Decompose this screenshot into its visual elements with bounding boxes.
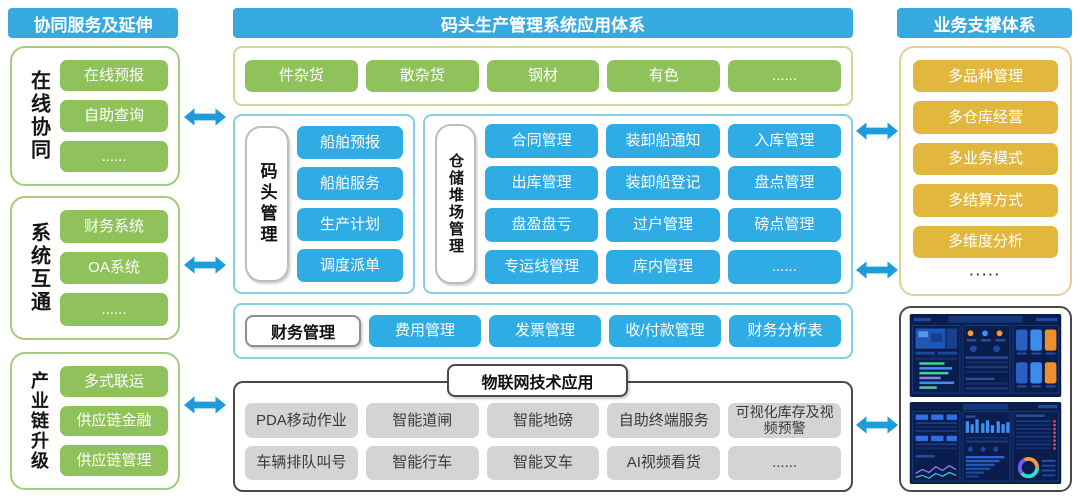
node-finance-analysis-report: 财务分析表 — [729, 315, 841, 347]
node-expense-management: 费用管理 — [369, 315, 481, 347]
section-industry-chain-upgrade: 产业链升级 多式联运 供应链金融 供应链管理 — [10, 352, 180, 490]
node-finance-system: 财务系统 — [60, 210, 168, 243]
node-smart-barrier-gate: 智能道闸 — [365, 403, 479, 438]
node-more: ...... — [60, 293, 168, 327]
node-multi-business-mode: 多业务模式 — [913, 142, 1058, 176]
production-monitor-dashboard-image — [909, 314, 1062, 397]
finance-management-label: 财务管理 — [245, 315, 361, 347]
node-self-service-terminal: 自助终端服务 — [607, 403, 721, 438]
node-dedicated-line-management: 专运线管理 — [485, 250, 599, 284]
section-system-interconnect: 系统互通 财务系统 OA系统 ...... — [10, 196, 180, 340]
node-bulk-cargo: 散杂货 — [365, 60, 479, 92]
finance-management-container: 财务管理 费用管理 发票管理 收/付款管理 财务分析表 — [233, 303, 853, 359]
section-industry-chain-upgrade-label: 产业链升级 — [29, 371, 49, 471]
node-stocktaking-management: 盘点管理 — [727, 166, 841, 200]
node-weighing-point-management: 磅点管理 — [727, 208, 841, 242]
node-breakbulk-cargo: 件杂货 — [245, 60, 358, 92]
node-outbound-management: 出库管理 — [485, 166, 599, 200]
node-supply-chain-management: 供应链管理 — [60, 445, 168, 477]
link-arrow-right-top — [856, 119, 898, 143]
cargo-types-container: 件杂货 散杂货 钢材 有色 ...... — [233, 46, 853, 106]
node-more: ...... — [728, 60, 841, 92]
business-support-container: 多品种管理 多仓库经营 多业务模式 多结算方式 多维度分析 ····· — [899, 46, 1072, 296]
node-nonferrous: 有色 — [607, 60, 721, 92]
node-multi-variety-management: 多品种管理 — [913, 60, 1058, 93]
node-more: ...... — [60, 140, 168, 172]
node-steel: 钢材 — [486, 60, 600, 92]
node-oa-system: OA系统 — [60, 251, 168, 285]
node-production-plan: 生产计划 — [297, 208, 403, 241]
left-panel-title: 协同服务及延伸 — [8, 8, 178, 38]
node-multi-dimension-analysis: 多维度分析 — [913, 225, 1058, 259]
node-more: ...... — [728, 445, 841, 480]
node-multimodal-transport: 多式联运 — [60, 366, 168, 397]
node-more: ····· — [969, 267, 1002, 283]
node-contract-management: 合同管理 — [485, 124, 599, 158]
node-online-forecast: 在线预报 — [60, 60, 168, 92]
right-panel-title: 业务支撑体系 — [897, 8, 1072, 38]
section-system-interconnect-label: 系统互通 — [27, 222, 50, 314]
dock-management-label: 码头管理 — [257, 162, 277, 246]
node-smart-forklift: 智能叉车 — [486, 445, 600, 480]
iot-application-title: 物联网技术应用 — [447, 364, 628, 397]
node-vehicle-queue-calling: 车辆排队叫号 — [245, 445, 358, 480]
node-multi-settlement-method: 多结算方式 — [913, 184, 1058, 217]
node-invoice-management: 发票管理 — [489, 315, 601, 347]
dock-management-container: 码头管理 船舶预报 船舶服务 生产计划 调度派单 — [233, 114, 415, 294]
link-arrow-left-top — [184, 105, 226, 129]
node-in-warehouse-management: 库内管理 — [606, 250, 720, 284]
link-arrow-right-bottom — [856, 413, 898, 437]
node-inbound-management: 入库管理 — [727, 124, 841, 158]
node-more: ...... — [727, 250, 841, 284]
node-inventory-profit-loss: 盘盈盘亏 — [485, 208, 599, 242]
node-supply-chain-finance: 供应链金融 — [60, 405, 168, 437]
iot-application-container: PDA移动作业 智能道闸 智能地磅 自助终端服务 可视化库存及视频预警 车辆排队… — [233, 381, 853, 492]
section-online-collaboration: 在线协同 在线预报 自助查询 ...... — [10, 46, 180, 186]
dashboard-screenshots-container — [899, 306, 1072, 492]
node-vessel-service: 船舶服务 — [297, 167, 403, 200]
node-loading-unloading-notice: 装卸船通知 — [606, 124, 720, 158]
operation-analysis-dashboard-image — [909, 401, 1062, 484]
node-multi-warehouse-operation: 多仓库经营 — [913, 101, 1058, 134]
node-ai-video-cargo-inspection: AI视频看货 — [607, 445, 721, 480]
node-receipt-payment-management: 收/付款管理 — [609, 315, 721, 347]
node-transfer-management: 过户管理 — [606, 208, 720, 242]
node-visual-inventory-video-alert: 可视化库存及视频预警 — [728, 403, 841, 438]
section-online-collaboration-label: 在线协同 — [27, 70, 50, 162]
link-arrow-left-middle — [184, 253, 226, 277]
warehouse-yard-container: 仓储堆场管理 合同管理 装卸船通知 入库管理 出库管理 装卸船登记 盘点管理 盘… — [423, 114, 853, 294]
center-panel-title: 码头生产管理系统应用体系 — [233, 8, 853, 38]
link-arrow-right-middle — [856, 258, 898, 282]
node-smart-weighbridge: 智能地磅 — [486, 403, 600, 438]
node-smart-crane: 智能行车 — [365, 445, 479, 480]
node-loading-unloading-registration: 装卸船登记 — [606, 166, 720, 200]
node-vessel-forecast: 船舶预报 — [297, 126, 403, 159]
warehouse-yard-label: 仓储堆场管理 — [447, 153, 464, 255]
node-pda-mobile-operation: PDA移动作业 — [245, 403, 358, 438]
node-dispatch-order: 调度派单 — [297, 249, 403, 282]
link-arrow-left-bottom — [184, 393, 226, 417]
node-self-query: 自助查询 — [60, 100, 168, 132]
